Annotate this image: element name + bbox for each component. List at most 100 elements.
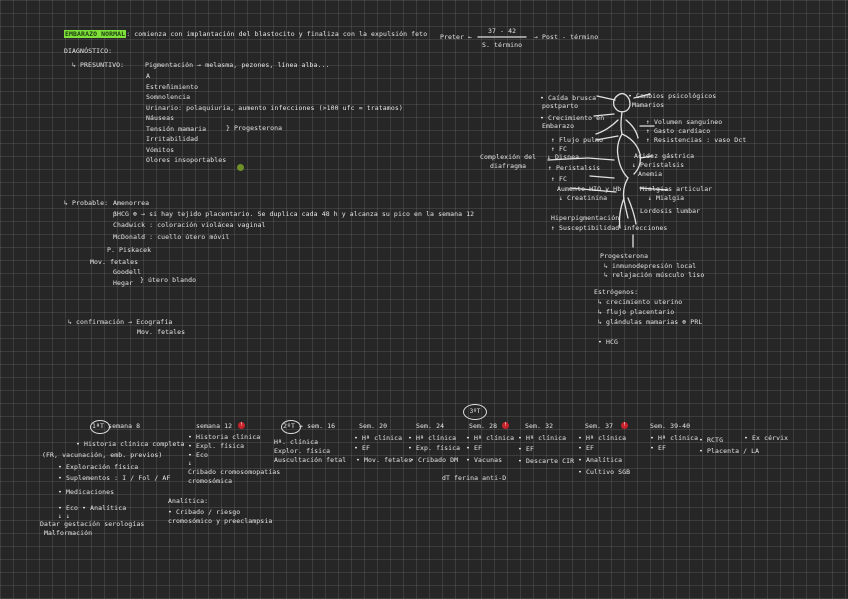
confirm-label: ↳ confirmación → Ecografía	[68, 318, 173, 326]
presumptive-first: Pigmentación → melasma, pezones, línea a…	[145, 61, 330, 69]
red-marker-w12: !	[238, 422, 245, 429]
timeline-item-col8: • EF	[578, 444, 595, 452]
left-change-item: Aumento HIO y Hb	[557, 185, 622, 193]
presumptive-item: Somnolencia	[146, 93, 191, 101]
timeline-item-col10: • RCTG	[699, 436, 724, 444]
probable-bracket: } útero blando	[140, 276, 197, 284]
timeline-item-col1: Malformación	[44, 529, 93, 537]
left-change-item: • Caída brusca	[540, 94, 597, 102]
timeline-item-col2: cromosómico y preeclampsia	[168, 517, 273, 525]
right-change-item: • Cambios psicológicos	[628, 92, 717, 100]
timeline-item-col2: • Expl. física	[188, 442, 245, 450]
timeline-item-col6: • Hª clínica	[466, 434, 515, 442]
timeline-item-col2: Cribado cromosomopatías	[188, 468, 281, 476]
presumptive-item: Urinario: polaquiuria, aumento infeccion…	[146, 103, 403, 112]
left-change-item: Hiperpigmentación	[551, 214, 620, 222]
left-change-item: ↑ Peristalsis	[548, 164, 601, 172]
right-change-item: Lordosis lumbar	[640, 207, 701, 215]
diagnosis-heading: DIAGNÓSTICO:	[64, 47, 113, 55]
probable-item: Amenorrea	[113, 199, 150, 207]
timeline-item-col3: Hª. clínica	[274, 438, 319, 446]
timeline-item-col6: dT ferina anti-D	[442, 474, 507, 482]
red-marker-w28: !	[502, 422, 509, 429]
timeline-item-col1: • Suplementos : I / Fol / AF	[58, 474, 171, 482]
timeline-item-col8: • Cultivo SGB	[578, 468, 631, 476]
probable-label: ↳ Probable:	[64, 199, 109, 207]
title-rest: : comienza con implantación del blastoci…	[126, 30, 428, 38]
timeline-right: → Post - término	[534, 33, 599, 41]
timeline-item-col2: • Cribado / riesgo	[168, 508, 241, 516]
red-marker-w37: !	[621, 422, 628, 429]
right-change-item: ↓ Peristalsis	[632, 161, 685, 169]
progesterone-item: ↳ inmunodepresión local	[604, 262, 697, 270]
timeline-item-col1: Datar gestación serologías	[40, 520, 145, 528]
presumptive-item: Irritabilidad	[146, 135, 199, 143]
left-change-item: ↑ FC	[551, 145, 568, 153]
presumptive-item: A	[146, 72, 151, 80]
progesterone-heading: Progesterona	[600, 252, 649, 260]
week-header: Sem. 32	[525, 422, 554, 430]
hcg-label: • HCG	[598, 338, 619, 346]
estrogen-item: ↳ flujo placentario	[598, 308, 675, 316]
presumptive-item: Olores insoportables	[146, 156, 227, 164]
timeline-item-col6: • EF	[466, 444, 483, 452]
left-change-item: ↓ Disnea	[547, 153, 580, 161]
timeline-item-col2: • Eco	[188, 451, 209, 459]
timeline-bottom: S. término	[482, 41, 523, 49]
probable-item: βHCG ⊕ → si hay tejido placentario. Se d…	[113, 210, 475, 218]
probable-item: Mov. fetales	[90, 258, 139, 266]
left-change-item: Embarazo	[542, 122, 575, 130]
probable-item: Hegar	[113, 279, 134, 287]
timeline-item-col4: • EF	[354, 444, 371, 452]
week-header: Sem. 39-40	[650, 422, 691, 430]
estrogen-item: ↳ crecimiento uterino	[598, 298, 683, 306]
confirm-sub: Mov. fetales	[137, 328, 186, 336]
left-change-item: ↑ Susceptibilidad infecciones	[551, 224, 668, 232]
timeline-item-col4: • Hª clínica	[354, 434, 403, 442]
week-header: Sem. 37	[585, 422, 614, 430]
left-change-item: ↑ Flujo pulmo	[551, 136, 604, 144]
center-label-2: diafragma	[490, 162, 527, 170]
left-change-item: ↑ FC	[551, 175, 568, 183]
right-change-item: Acidez gástrica	[634, 152, 695, 160]
week-header: Sem. 20	[359, 422, 388, 430]
timeline-item-col5: • Hª clínica	[408, 434, 457, 442]
center-label-1: Complexión del	[480, 153, 537, 161]
timeline-item-col8: • Hª clínica	[578, 434, 627, 442]
probable-item: McDonald : cuello útero móvil	[113, 233, 230, 241]
presumptive-item: Vómitos	[146, 145, 175, 154]
timeline-item-col9: • Hª clínica	[650, 434, 699, 442]
presumptive-item: Tensión mamaria	[146, 124, 207, 133]
timeline-item-col2: • Historia clínica	[188, 433, 261, 441]
timeline-item-col3: Explor. física	[274, 447, 331, 455]
week-header: 1ªT semana 8	[92, 422, 141, 430]
timeline-item-col3: Auscultación fetal	[274, 456, 347, 464]
right-change-item: Mialgias articular	[640, 185, 713, 193]
timeline-item-col9: • EF	[650, 444, 667, 452]
presumptive-item: Estreñimiento	[146, 82, 199, 91]
timeline-item-col2: cromosómica	[188, 477, 233, 485]
week-header: Sem. 24	[416, 422, 445, 430]
right-change-item: ↑ Resistencias : vaso Dct	[646, 136, 747, 144]
right-change-item: Anemia	[638, 170, 663, 178]
probable-item: Goodell	[113, 268, 142, 276]
first-trimester-circle	[90, 420, 110, 434]
timeline-item-col1: ↓ ↓	[58, 512, 71, 520]
timeline-left: Preter ←	[440, 33, 473, 41]
week-header: 2ºT → sem. 16	[283, 422, 336, 430]
timeline-top: 37 - 42	[488, 27, 517, 35]
left-change-item: ↓ Creatinina	[559, 194, 608, 202]
timeline-item-col8: • Analítica	[578, 456, 623, 464]
timeline-item-col2: ↓	[188, 459, 193, 467]
progesterone-item: ↳ relajación músculo liso	[604, 271, 705, 279]
timeline-item-col1: • Historia clínica completa	[76, 440, 185, 448]
timeline-item-col6: • Vacunas	[466, 456, 503, 464]
timeline-item-col7: • EF	[518, 445, 535, 453]
right-change-item: ↓ Mialgia	[648, 194, 685, 202]
title-highlight: EMBARAZO NORMAL	[64, 30, 127, 38]
presumptive-label: ↳ PRESUNTIVO:	[72, 61, 125, 69]
timeline-item-col1: • Exploración física	[58, 463, 139, 471]
second-trimester-circle	[281, 420, 301, 434]
timeline-item-col4: • Mov. fetales	[356, 456, 413, 464]
